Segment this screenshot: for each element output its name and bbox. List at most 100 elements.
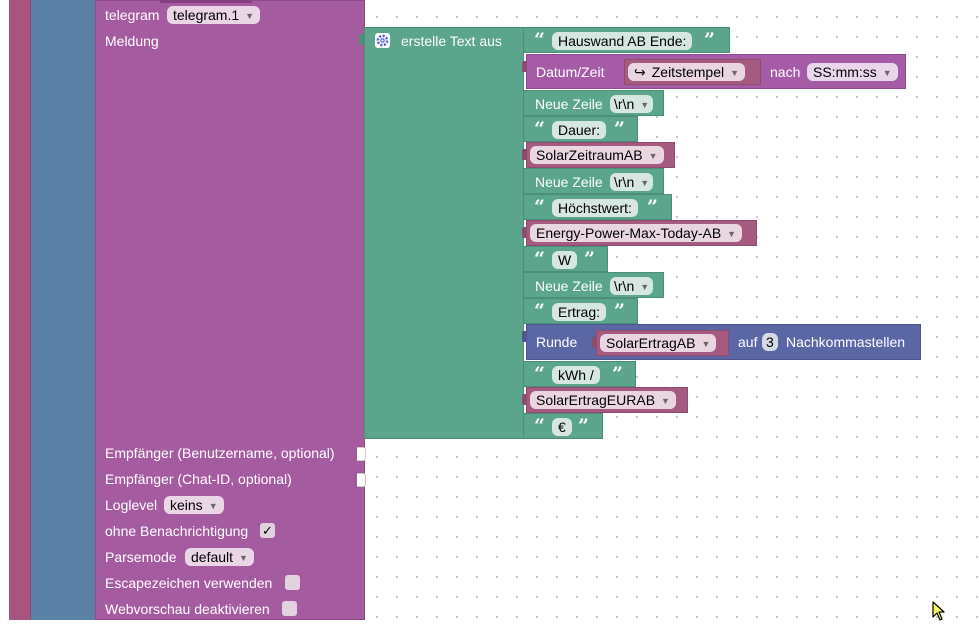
variable-plug xyxy=(522,394,527,405)
quote-close: ” xyxy=(612,363,623,385)
variable-block[interactable]: SolarZeitraumAB▼ xyxy=(522,142,675,168)
datetime-mid-label: nach xyxy=(770,64,801,80)
mouse-cursor-icon xyxy=(932,601,946,621)
round-plug xyxy=(522,331,527,342)
text-value[interactable]: Dauer: xyxy=(552,121,607,139)
newline-label: Neue Zeile xyxy=(535,278,603,294)
quote-open: “ xyxy=(534,118,545,140)
telegram-instance-dropdown[interactable]: telegram.1▼ xyxy=(167,6,261,24)
recipient-user-socket[interactable] xyxy=(357,447,366,461)
quote-close: ” xyxy=(584,248,595,270)
round-mid-label: auf xyxy=(738,334,758,350)
quote-close: ” xyxy=(647,196,658,218)
round-tail-label: Nachkommastellen xyxy=(786,334,906,350)
parsemode-dropdown[interactable]: default▼ xyxy=(185,548,254,566)
text-join-block[interactable]: erstelle Text aus xyxy=(359,27,524,439)
text-value[interactable]: Höchstwert: xyxy=(552,199,638,217)
chevron-down-icon: ▼ xyxy=(640,282,650,292)
telegram-block-top-edge xyxy=(160,0,252,3)
no-notification-checkbox[interactable]: ✓ xyxy=(260,523,275,538)
variable-dropdown[interactable]: SolarErtragEURAB▼ xyxy=(530,391,676,409)
gear-icon[interactable] xyxy=(375,33,390,48)
newline-block[interactable]: Neue Zeile \r\n▼ xyxy=(524,168,664,194)
no-notification-label: ohne Benachrichtigung xyxy=(105,523,249,539)
text-value[interactable]: kWh / xyxy=(552,366,600,384)
quote-open: “ xyxy=(534,29,545,51)
variable-plug xyxy=(522,149,527,160)
variable-dropdown[interactable]: Energy-Power-Max-Today-AB▼ xyxy=(530,224,743,242)
text-block[interactable]: “ Hauswand AB Ende: ” xyxy=(524,27,730,53)
newline-label: Neue Zeile xyxy=(535,174,603,190)
quote-open: “ xyxy=(534,415,545,437)
chevron-down-icon: ▼ xyxy=(727,229,737,239)
variable-dropdown[interactable]: SolarErtragAB▼ xyxy=(600,334,717,352)
chevron-down-icon: ▼ xyxy=(882,68,892,78)
chevron-down-icon: ▼ xyxy=(640,100,650,110)
variable-plug xyxy=(522,227,527,238)
chevron-down-icon: ▼ xyxy=(239,553,248,563)
chevron-down-icon: ▼ xyxy=(245,11,255,21)
outer-control-block[interactable] xyxy=(31,0,96,620)
chevron-down-icon: ▼ xyxy=(661,396,670,406)
variable-block[interactable]: SolarErtragEURAB▼ xyxy=(522,387,688,413)
chevron-down-icon: ▼ xyxy=(730,68,740,78)
newline-dropdown[interactable]: \r\n▼ xyxy=(610,277,654,295)
quote-close: ” xyxy=(614,300,625,322)
chevron-down-icon: ▼ xyxy=(640,178,650,188)
quote-open: “ xyxy=(534,300,545,322)
text-block[interactable]: “ W ” xyxy=(524,246,608,272)
newline-block[interactable]: Neue Zeile \r\n▼ xyxy=(524,272,664,298)
chevron-down-icon: ▼ xyxy=(208,501,218,511)
webpreview-checkbox[interactable] xyxy=(282,601,297,616)
quote-close: ” xyxy=(704,29,715,51)
text-value[interactable]: € xyxy=(552,418,572,436)
text-block[interactable]: “ Dauer: ” xyxy=(524,116,638,142)
escape-label: Escapezeichen verwenden xyxy=(105,575,273,591)
text-block[interactable]: “ Ertrag: ” xyxy=(524,298,638,324)
text-value[interactable]: W xyxy=(552,251,578,269)
newline-dropdown[interactable]: \r\n▼ xyxy=(610,95,654,113)
timestamp-dropdown[interactable]: ↪Zeitstempel▼ xyxy=(628,63,746,81)
digits-field[interactable]: 3 xyxy=(762,333,778,351)
recipient-user-label: Empfänger (Benutzername, optional) xyxy=(105,445,335,461)
loglevel-label: Loglevel xyxy=(105,497,158,513)
variable-plug xyxy=(592,337,597,348)
text-block[interactable]: “ € ” xyxy=(524,413,603,439)
escape-checkbox[interactable] xyxy=(285,575,300,590)
webpreview-label: Webvorschau deaktivieren xyxy=(105,601,270,617)
text-join-output-plug xyxy=(359,34,364,45)
text-value[interactable]: Hauswand AB Ende: xyxy=(552,32,693,50)
datetime-label: Datum/Zeit xyxy=(536,64,605,80)
parsemode-label: Parsemode xyxy=(105,549,177,565)
datetime-plug xyxy=(522,61,527,72)
loglevel-dropdown[interactable]: keins▼ xyxy=(164,496,224,514)
quote-close: ” xyxy=(578,415,589,437)
recipient-chat-socket[interactable] xyxy=(357,473,366,487)
quote-open: “ xyxy=(534,363,545,385)
round-block[interactable]: Runde SolarErtragAB▼ auf 3 Nachkommastel… xyxy=(522,324,921,360)
newline-dropdown[interactable]: \r\n▼ xyxy=(610,173,654,191)
chevron-down-icon: ▼ xyxy=(648,151,658,161)
datetime-block[interactable]: Datum/Zeit ↪Zeitstempel▼ nach SS:mm:ss▼ xyxy=(522,54,906,89)
variable-dropdown[interactable]: SolarZeitraumAB▼ xyxy=(530,146,664,164)
newline-block[interactable]: Neue Zeile \r\n▼ xyxy=(524,90,664,116)
telegram-block[interactable]: telegram telegram.1▼ Meldung Empfänger (… xyxy=(95,0,366,620)
telegram-title: telegram xyxy=(105,7,160,23)
variable-block[interactable]: SolarErtragAB▼ xyxy=(592,330,729,356)
timestamp-block[interactable]: ↪Zeitstempel▼ xyxy=(624,59,761,85)
quote-open: “ xyxy=(534,196,545,218)
text-join-label: erstelle Text aus xyxy=(401,33,502,49)
quote-open: “ xyxy=(534,248,545,270)
quote-close: ” xyxy=(614,118,625,140)
text-block[interactable]: “ Höchstwert: ” xyxy=(524,194,672,220)
text-value[interactable]: Ertrag: xyxy=(552,303,607,321)
recipient-chat-label: Empfänger (Chat-ID, optional) xyxy=(105,471,292,487)
round-label: Runde xyxy=(536,334,578,350)
outer-block-edge xyxy=(9,0,31,620)
chevron-down-icon: ▼ xyxy=(701,339,711,349)
time-format-dropdown[interactable]: SS:mm:ss▼ xyxy=(807,63,898,81)
variable-block[interactable]: Energy-Power-Max-Today-AB▼ xyxy=(522,220,757,246)
text-block[interactable]: “ kWh / ” xyxy=(524,361,636,387)
newline-label: Neue Zeile xyxy=(535,96,603,112)
message-label: Meldung xyxy=(105,33,159,49)
